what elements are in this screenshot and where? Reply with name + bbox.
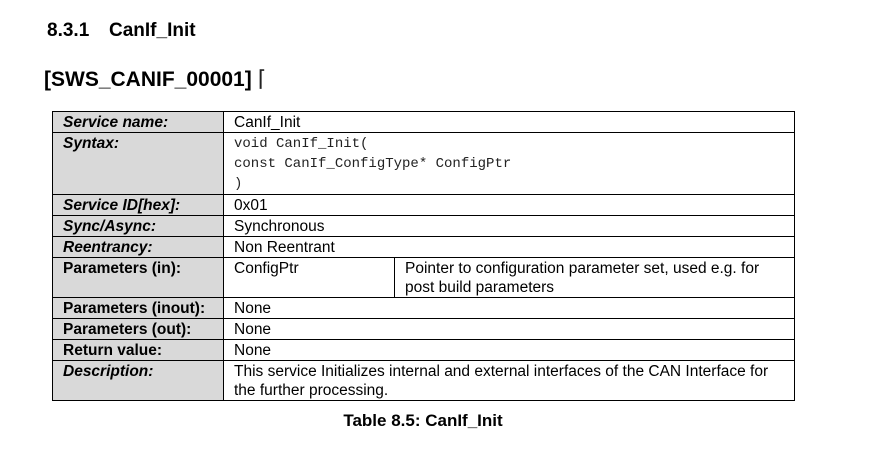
reentrancy-label: Reentrancy: xyxy=(52,236,224,258)
row-syntax: Syntax: void CanIf_Init( const CanIf_Con… xyxy=(52,132,795,195)
syntax-value: void CanIf_Init( const CanIf_ConfigType*… xyxy=(223,132,795,195)
return-value-label: Return value: xyxy=(52,339,224,361)
description-label: Description: xyxy=(52,360,224,401)
section-title: CanIf_Init xyxy=(109,20,196,41)
row-service-id: Service ID[hex]: 0x01 xyxy=(52,194,795,216)
service-name-value: CanIf_Init xyxy=(223,111,795,133)
service-spec-table: Service name: CanIf_Init Syntax: void Ca… xyxy=(52,111,795,401)
service-id-value: 0x01 xyxy=(223,194,795,216)
syntax-line: const CanIf_ConfigType* ConfigPtr xyxy=(234,156,512,172)
syntax-label: Syntax: xyxy=(52,132,224,195)
table-caption: Table 8.5: CanIf_Init xyxy=(343,411,503,430)
section-heading: 8.3.1 CanIf_Init xyxy=(47,20,196,42)
requirement-id: [SWS_CANIF_00001] xyxy=(44,68,252,91)
return-value-value: None xyxy=(223,339,795,361)
params-in-label: Parameters (in): xyxy=(52,257,224,298)
params-inout-value: None xyxy=(223,297,795,319)
service-name-label: Service name: xyxy=(52,111,224,133)
syntax-line: void CanIf_Init( xyxy=(234,136,369,152)
sync-async-label: Sync/Async: xyxy=(52,215,224,237)
row-params-in: Parameters (in): ConfigPtr Pointer to co… xyxy=(52,257,795,298)
row-description: Description: This service Initializes in… xyxy=(52,360,795,401)
requirement-open-bracket: ⌈ xyxy=(257,66,267,91)
requirement-heading: [SWS_CANIF_00001]⌈ xyxy=(44,66,266,92)
row-params-out: Parameters (out): None xyxy=(52,318,795,340)
section-number: 8.3.1 xyxy=(47,20,90,41)
reentrancy-value: Non Reentrant xyxy=(223,236,795,258)
params-inout-label: Parameters (inout): xyxy=(52,297,224,319)
row-return-value: Return value: None xyxy=(52,339,795,361)
row-service-name: Service name: CanIf_Init xyxy=(52,111,795,133)
syntax-line: ) xyxy=(234,176,243,192)
sync-async-value: Synchronous xyxy=(223,215,795,237)
params-in-name: ConfigPtr xyxy=(223,257,395,298)
params-out-label: Parameters (out): xyxy=(52,318,224,340)
description-value: This service Initializes internal and ex… xyxy=(223,360,795,401)
row-reentrancy: Reentrancy: Non Reentrant xyxy=(52,236,795,258)
params-in-description: Pointer to configuration parameter set, … xyxy=(394,257,795,298)
row-sync-async: Sync/Async: Synchronous xyxy=(52,215,795,237)
row-params-inout: Parameters (inout): None xyxy=(52,297,795,319)
service-id-label: Service ID[hex]: xyxy=(52,194,224,216)
params-out-value: None xyxy=(223,318,795,340)
